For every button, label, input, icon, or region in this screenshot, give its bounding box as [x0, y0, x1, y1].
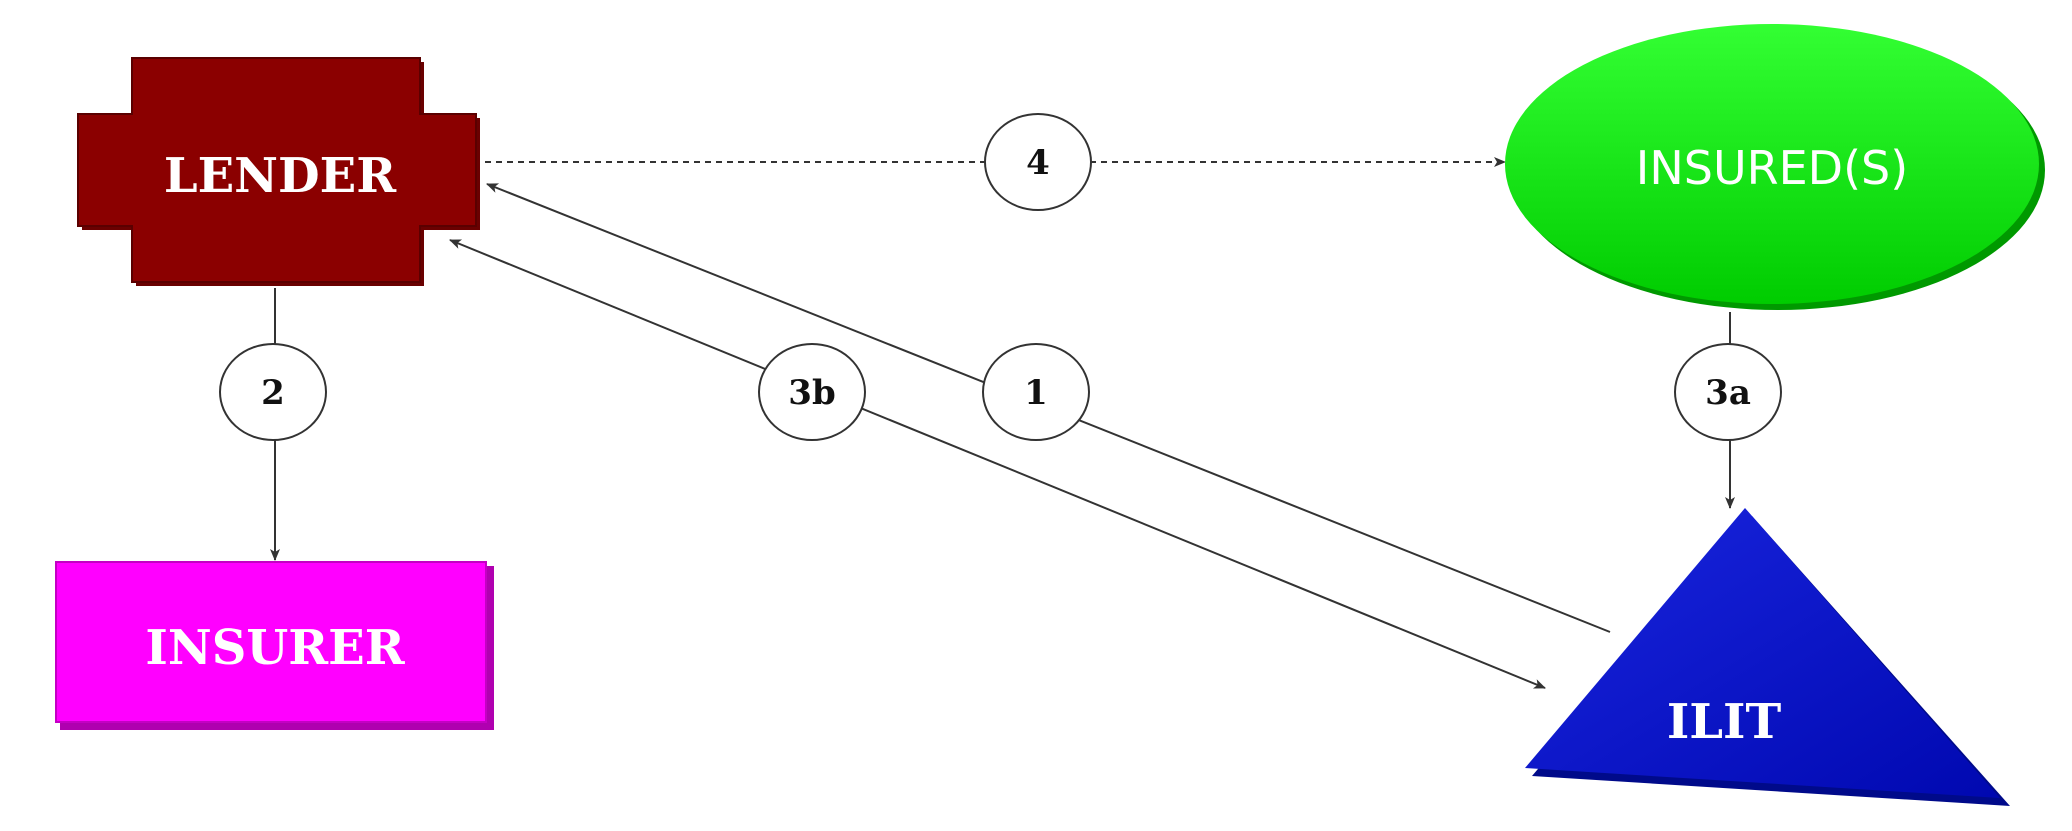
step-1-label: 1 [1024, 373, 1048, 413]
step-4-label: 4 [1026, 143, 1050, 183]
step-4: 4 [984, 113, 1092, 211]
lender-label: LENDER [164, 148, 397, 204]
step-2-label: 2 [261, 373, 285, 413]
ilit-node: ILIT [1525, 508, 2010, 806]
ilit-label: ILIT [1667, 694, 1782, 750]
step-1: 1 [982, 343, 1090, 441]
lender-node: LENDER [77, 57, 480, 286]
step-3a: 3a [1674, 343, 1782, 441]
step-3b: 3b [758, 343, 866, 441]
insured-node: INSURED(S) [1505, 24, 2045, 310]
insurer-node: INSURER [55, 561, 494, 730]
step-3a-label: 3a [1705, 373, 1751, 413]
insurer-label: INSURER [145, 620, 405, 676]
step-2: 2 [219, 343, 327, 441]
step-3b-label: 3b [788, 373, 835, 413]
insured-label: INSURED(S) [1636, 141, 1908, 195]
edge-3b-lender-ilit [449, 239, 1546, 689]
